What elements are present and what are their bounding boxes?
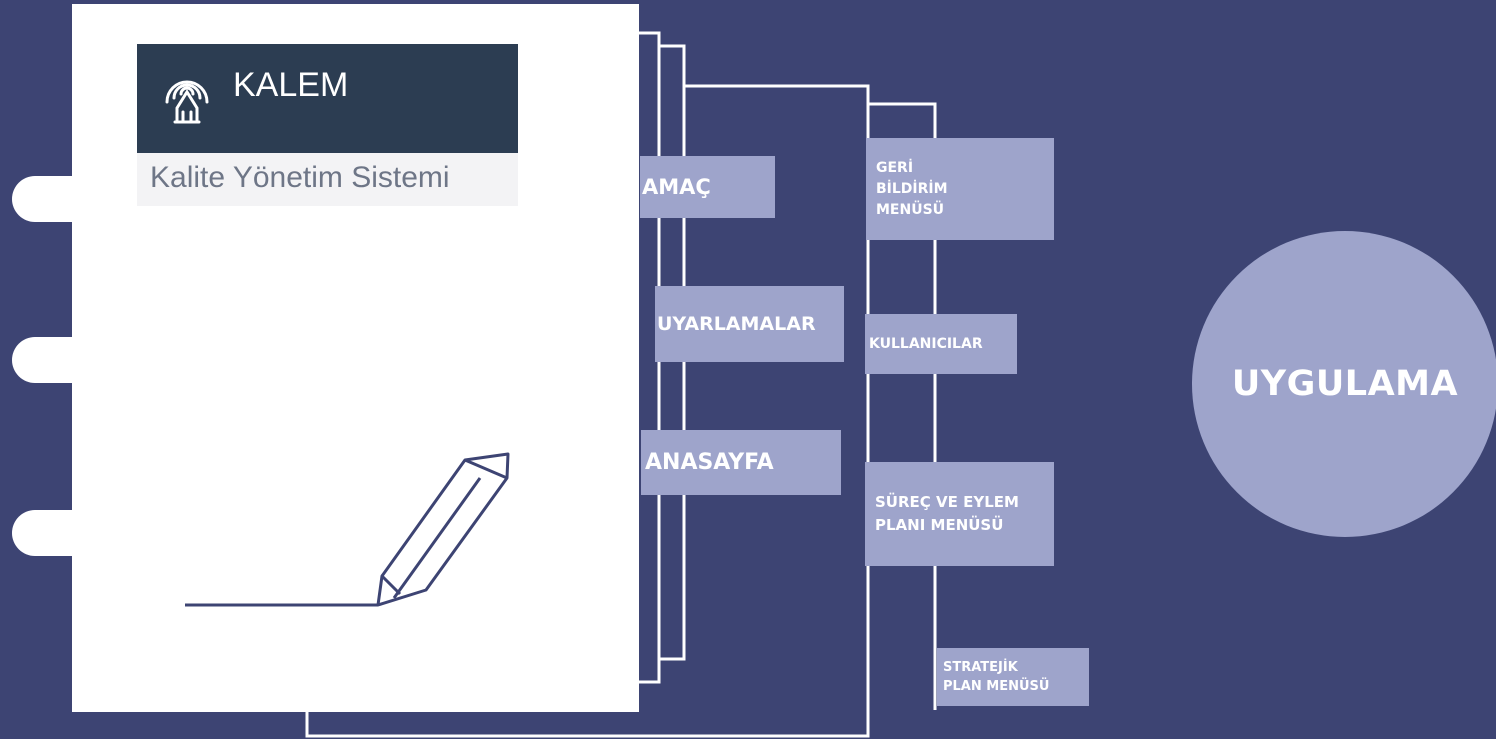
subtitle-box: Kalite Yönetim Sistemi: [137, 153, 518, 206]
uygulama-label: UYGULAMA: [1231, 364, 1459, 404]
card-anasayfa-label: ANASAYFA: [645, 450, 774, 475]
card-amac-label: AMAÇ: [642, 175, 711, 199]
kalem-logo-icon: [165, 80, 209, 124]
card-amac[interactable]: AMAÇ: [640, 156, 775, 218]
pen-drawing-icon: [185, 452, 510, 607]
logo-box: KALEM: [137, 44, 518, 153]
logo-subtitle: Kalite Yönetim Sistemi: [150, 161, 450, 194]
card-uyarlamalar[interactable]: UYARLAMALAR: [655, 286, 844, 362]
card-anasayfa[interactable]: ANASAYFA: [641, 430, 841, 495]
card-surec[interactable]: SÜREÇ VE EYLEM PLANI MENÜSÜ: [865, 462, 1054, 566]
logo-title: KALEM: [233, 66, 349, 104]
card-kullanicilar[interactable]: KULLANICILAR: [865, 314, 1017, 374]
card-uyarlamalar-label: UYARLAMALAR: [657, 313, 816, 335]
card-surec-label: SÜREÇ VE EYLEM PLANI MENÜSÜ: [875, 493, 1019, 534]
card-stratejik[interactable]: STRATEJİK PLAN MENÜSÜ: [937, 648, 1089, 706]
uygulama-circle[interactable]: UYGULAMA: [1192, 231, 1496, 537]
card-kullanicilar-label: KULLANICILAR: [869, 336, 983, 352]
card-geri-bildirim[interactable]: GERİ BİLDİRİM MENÜSÜ: [866, 138, 1054, 240]
card-geri-bildirim-label: GERİ BİLDİRİM MENÜSÜ: [876, 159, 948, 218]
card-stratejik-label: STRATEJİK PLAN MENÜSÜ: [943, 660, 1050, 694]
